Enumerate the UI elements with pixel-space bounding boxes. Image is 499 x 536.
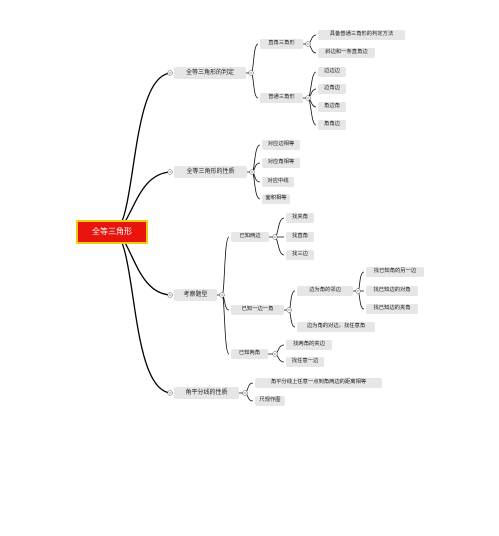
topic-angle-bisector-properties[interactable]: 角平分线的性质 xyxy=(174,387,239,399)
topic-has-general-criteria[interactable]: 具备普通三角形的判定方法 xyxy=(318,30,405,40)
topic-find-included-angle[interactable]: 找夹角 xyxy=(286,213,314,223)
topic-right-triangle[interactable]: 直角三角形 xyxy=(260,39,303,49)
topic-find-right-angle[interactable]: 找直角 xyxy=(286,232,314,242)
topic-find-included-angle-of-side[interactable]: 找已知边的夹角 xyxy=(366,304,418,314)
topic-one-side-one-angle-known[interactable]: 已知一边一角 xyxy=(231,305,284,315)
topic-compass-construction[interactable]: 尺规作图 xyxy=(255,396,285,406)
topic-equidistant-from-sides[interactable]: 角平分线上任意一点到角两边的距离相等 xyxy=(255,378,382,388)
topic-find-third-side[interactable]: 找三边 xyxy=(286,250,314,260)
topic-two-angles-known[interactable]: 已知两角 xyxy=(231,349,268,359)
topic-congruence-properties[interactable]: 全等三角形的性质 xyxy=(174,166,247,178)
topic-asa[interactable]: 角边角 xyxy=(318,102,346,112)
topic-corresponding-angles-equal[interactable]: 对应角相等 xyxy=(262,158,300,168)
topic-side-adjacent-to-angle[interactable]: 边为角的邻边 xyxy=(297,286,353,296)
topic-general-triangle[interactable]: 普通三角形 xyxy=(260,93,303,103)
topic-find-any-side[interactable]: 找任意一边 xyxy=(286,357,324,367)
topic-hypotenuse-leg[interactable]: 斜边和一条直角边 xyxy=(318,48,375,58)
topic-find-opposite-angle[interactable]: 找已知边的对角 xyxy=(366,286,418,296)
topic-equal-area[interactable]: 面积相等 xyxy=(262,194,290,204)
topic-two-sides-known[interactable]: 已知两边 xyxy=(231,232,269,242)
topic-find-other-side-of-angle[interactable]: 找已知角的另一边 xyxy=(366,267,424,277)
topic-find-included-side[interactable]: 找两角的夹边 xyxy=(286,340,332,350)
topic-aas[interactable]: 角角边 xyxy=(318,120,346,130)
topic-congruence-criteria[interactable]: 全等三角形的判定 xyxy=(174,67,246,79)
topic-question-types[interactable]: 考察题型 xyxy=(174,289,217,301)
topic-corresponding-medians[interactable]: 对应中线 xyxy=(262,177,294,187)
topic-sas[interactable]: 边角边 xyxy=(318,84,346,94)
root-topic[interactable]: 全等三角形 xyxy=(76,220,148,244)
topic-corresponding-sides-equal[interactable]: 对应边相等 xyxy=(262,140,300,150)
topic-sss[interactable]: 边边边 xyxy=(318,67,346,77)
topic-side-opposite-angle[interactable]: 边为角的对边，找任意角 xyxy=(297,322,375,332)
